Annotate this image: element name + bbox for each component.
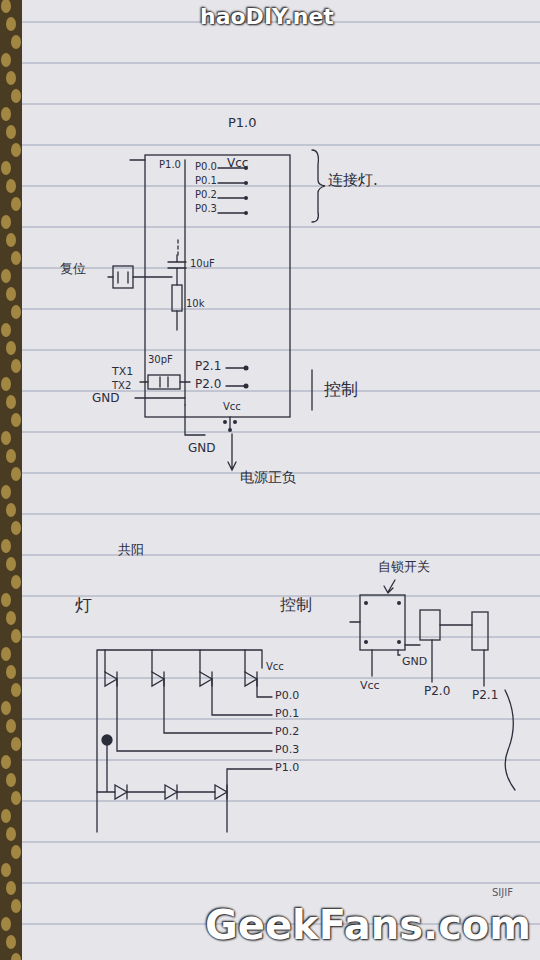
ruled-lines	[22, 22, 540, 924]
resistor-symbol	[172, 285, 182, 311]
bracket	[312, 150, 325, 222]
pin-label: P0.2	[275, 726, 299, 739]
fabric-edge	[0, 0, 22, 960]
pin-label: P1.0	[228, 116, 257, 131]
signal-label: TX2	[112, 380, 131, 392]
wire	[135, 377, 190, 398]
pin-label: P2.0	[195, 378, 221, 392]
pin-label: P0.1	[195, 175, 217, 187]
wire	[177, 240, 178, 255]
switch-contact	[420, 610, 440, 640]
junction-dot	[102, 735, 112, 745]
wire	[108, 272, 172, 283]
note-label: 控制	[280, 596, 312, 614]
note-label: 自锁开关	[378, 560, 430, 575]
wire	[97, 745, 272, 832]
wire	[130, 159, 145, 160]
switch-contact	[472, 612, 488, 650]
pin-label: Vcc	[227, 157, 248, 171]
leader	[384, 580, 395, 593]
chip-inner-line	[184, 160, 185, 405]
pin-label: P0.2	[195, 189, 217, 201]
pin-label: P1.0	[159, 159, 181, 171]
chip-box: P1.0VccP0.0P0.1P0.2P0.3P2.1P2.0Vcc	[145, 155, 290, 417]
pin-label: Vcc	[266, 661, 284, 673]
wire	[97, 650, 262, 832]
pencil-stroke	[505, 690, 515, 790]
reset-switch-symbol	[113, 266, 133, 288]
wire	[117, 679, 272, 751]
pin-lines	[218, 168, 246, 213]
pin-label: Vcc	[223, 401, 241, 413]
pin-label: P1.0	[275, 762, 299, 775]
pin-label: P0.0	[275, 690, 299, 703]
pin-label: P2.1	[195, 360, 221, 374]
chip-outline	[145, 155, 290, 417]
fabric-pattern	[1, 0, 21, 960]
wire	[176, 311, 177, 330]
pin-label: P2.1	[472, 689, 498, 703]
note-label: 复位	[60, 262, 86, 277]
watermark-label: haoDIY.net	[200, 4, 334, 29]
note-label: 控制	[324, 380, 358, 400]
note-label: 灯	[75, 596, 92, 616]
schematic	[97, 150, 515, 832]
bracket	[311, 370, 312, 410]
pin-label: P2.0	[424, 685, 450, 699]
note-label: 连接灯.	[328, 172, 378, 189]
power-arrow	[228, 434, 236, 470]
value-label: 10uF	[190, 258, 215, 270]
brand-label: SIJIF	[492, 887, 513, 899]
crystal-symbol	[148, 375, 180, 389]
pin-label: P0.3	[275, 744, 299, 757]
signal-label: TX1	[112, 366, 133, 379]
pin-label: P0.3	[195, 203, 217, 215]
pin-label: Vcc	[360, 680, 380, 693]
self-lock-switch	[360, 595, 405, 650]
value-label: 10k	[186, 298, 205, 310]
pin-label: GND	[402, 656, 427, 669]
watermark-label: GeekFans.com	[205, 902, 531, 948]
pin-label: P0.1	[275, 708, 299, 721]
value-label: 30pF	[148, 354, 173, 366]
capacitor-symbol	[168, 255, 186, 285]
pin-label: P0.0	[195, 161, 217, 173]
pin-dots	[223, 166, 401, 644]
pin-lines	[226, 368, 246, 386]
wire	[350, 622, 400, 676]
wire	[105, 650, 245, 672]
note-label: 电源正负	[240, 469, 296, 485]
note-label: 共阳	[118, 543, 144, 558]
signal-label: GND	[188, 442, 216, 456]
signal-label: GND	[92, 392, 120, 406]
